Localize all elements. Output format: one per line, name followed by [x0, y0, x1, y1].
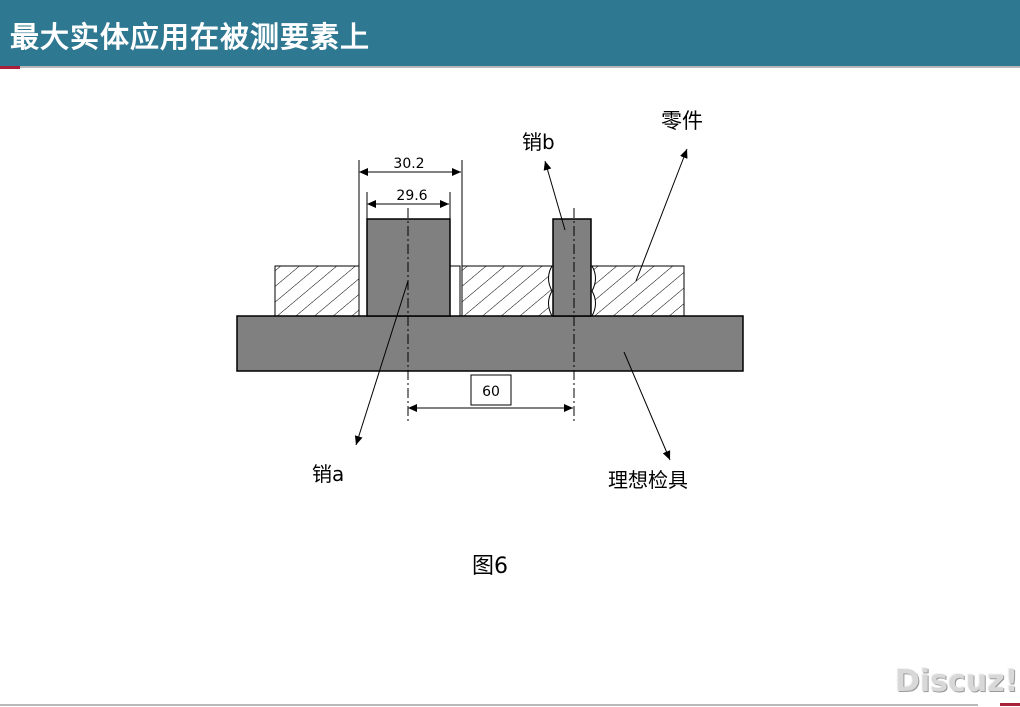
pin-b — [552, 218, 592, 317]
dimension-outer-width: 30.2 — [393, 156, 424, 172]
leader-pin-a — [354, 280, 409, 446]
dimension-inner-width: 29.6 — [396, 188, 427, 204]
label-pin-b: 销b — [522, 130, 555, 154]
part-section-right — [591, 265, 685, 317]
label-pin-a: 销a — [312, 462, 344, 486]
part-section-middle — [461, 265, 553, 317]
title-bar: 最大实体应用在被测要素上 — [0, 0, 1020, 66]
slide-title: 最大实体应用在被测要素上 — [10, 20, 371, 54]
center-distance-box — [470, 374, 512, 406]
dimension-center-distance: 60 — [482, 384, 500, 400]
label-gauge: 理想检具 — [608, 468, 688, 492]
footer-divider — [0, 704, 978, 706]
gauge-base — [236, 315, 744, 372]
label-part: 零件 — [661, 109, 703, 133]
leader-part — [635, 148, 688, 282]
part-section-middle-left — [449, 265, 461, 317]
leader-pin-b — [543, 160, 566, 231]
discuz-watermark: Discuz! — [895, 664, 1019, 699]
figure-caption: 图6 — [472, 554, 508, 579]
title-accent — [0, 66, 20, 69]
leader-gauge — [623, 351, 671, 461]
footer-accent — [1000, 703, 1020, 706]
title-underline — [0, 66, 1020, 68]
part-section-left — [274, 265, 360, 317]
